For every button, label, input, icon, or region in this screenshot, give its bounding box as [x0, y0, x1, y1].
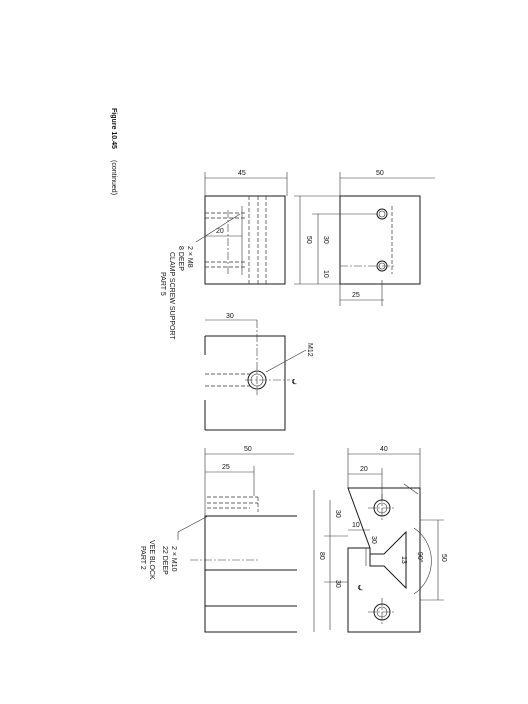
dim-vee-13: 13: [400, 556, 407, 564]
figure-caption: Figure 10.45 (continued): [110, 108, 117, 195]
dim-vee-right-20: 20: [360, 466, 368, 473]
dim-support-side-width: 50: [376, 170, 384, 177]
vee-block-views: 50 25 2 × M10 22 DEEP VEE BLOCK PART 2 3…: [139, 446, 447, 633]
vee-centerline-mark: ℄: [357, 585, 363, 592]
vee-caption-line1: VEE BLOCK: [148, 540, 155, 580]
dim-support-width: 45: [238, 170, 246, 177]
support-caption-line1: CLAMP SCREW SUPPORT: [168, 252, 175, 340]
vee-caption-line2: PART 2: [139, 546, 146, 570]
dim-support-hole-pitch: 30: [322, 236, 329, 244]
vee-callout-line2: 22 DEEP: [161, 546, 168, 575]
dim-support-thread: M12: [306, 343, 313, 357]
centerline-mark: ℄: [291, 379, 297, 386]
support-callout-line1: 2 × M8: [186, 246, 193, 268]
support-plan-view: [205, 335, 286, 431]
clamp-screw-support-views: 45 20 2 × M8 8 DEEP CLAMP SCREW SUPPORT …: [159, 170, 435, 431]
figure-number: Figure 10.45: [110, 108, 117, 149]
dim-support-height: 50: [305, 236, 312, 244]
dim-vee-top-50: 50: [244, 446, 252, 453]
dim-vee-10: 10: [352, 522, 360, 529]
dim-vee-right-40: 40: [380, 446, 388, 453]
figure-note: (continued): [110, 160, 117, 195]
dim-vee-left-30b: 30: [334, 580, 341, 588]
dim-support-base: 25: [352, 292, 360, 299]
dim-vee-30: 30: [370, 536, 377, 544]
dim-vee-top-25: 25: [222, 464, 230, 471]
dim-vee-side-50: 50: [440, 554, 447, 562]
vee-front-view: [204, 515, 297, 633]
dim-vee-left-30a: 30: [334, 510, 341, 518]
dim-support-hole-offset: 20: [216, 228, 224, 235]
vee-callout-line1: 2 × M10: [170, 546, 177, 572]
support-front-view: [204, 195, 286, 285]
dim-vee-angle: 90°: [416, 552, 424, 563]
support-callout-line2: 8 DEEP: [177, 246, 184, 271]
dim-support-edge: 10: [322, 270, 329, 278]
support-caption-line2: PART 5: [159, 272, 166, 296]
support-side-view: [339, 195, 421, 285]
dim-support-plan-offset: 30: [226, 313, 234, 320]
dim-vee-left-80: 80: [318, 552, 325, 560]
vee-side-view: [347, 487, 421, 633]
